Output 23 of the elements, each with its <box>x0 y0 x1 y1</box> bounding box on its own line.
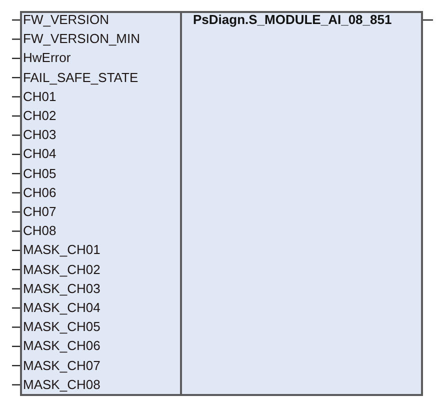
function-block <box>20 11 423 396</box>
pin-line <box>423 19 433 21</box>
pin-label: FAIL_SAFE_STATE <box>22 70 138 85</box>
pin-label: CH08 <box>22 224 56 238</box>
pin-label: CH01 <box>22 90 56 104</box>
pin-label: CH02 <box>22 109 56 123</box>
pin-label: CH06 <box>22 186 56 200</box>
pin-label: CH03 <box>22 128 56 142</box>
pin-label: MASK_CH04 <box>22 301 100 315</box>
pin-label: MASK_CH01 <box>22 243 100 258</box>
pin-label: MASK_CH02 <box>22 262 100 277</box>
pin-label: MASK_CH05 <box>22 320 100 334</box>
pin-label: CH05 <box>22 166 56 181</box>
pin-label: MASK_CH06 <box>22 339 100 354</box>
pin-label: MASK_CH08 <box>22 378 100 392</box>
pin-label: CH04 <box>22 147 56 162</box>
pin-label: MASK_CH07 <box>22 358 100 373</box>
pin-label: FW_VERSION_MIN <box>22 32 140 46</box>
block-title: PsDiagn.S_MODULE_AI_08_851 <box>193 13 392 27</box>
pin-label: FW_VERSION <box>22 13 109 27</box>
pin-label: MASK_CH03 <box>22 282 100 296</box>
pin-label: CH07 <box>22 205 56 219</box>
pin-label: HwError <box>22 51 71 66</box>
